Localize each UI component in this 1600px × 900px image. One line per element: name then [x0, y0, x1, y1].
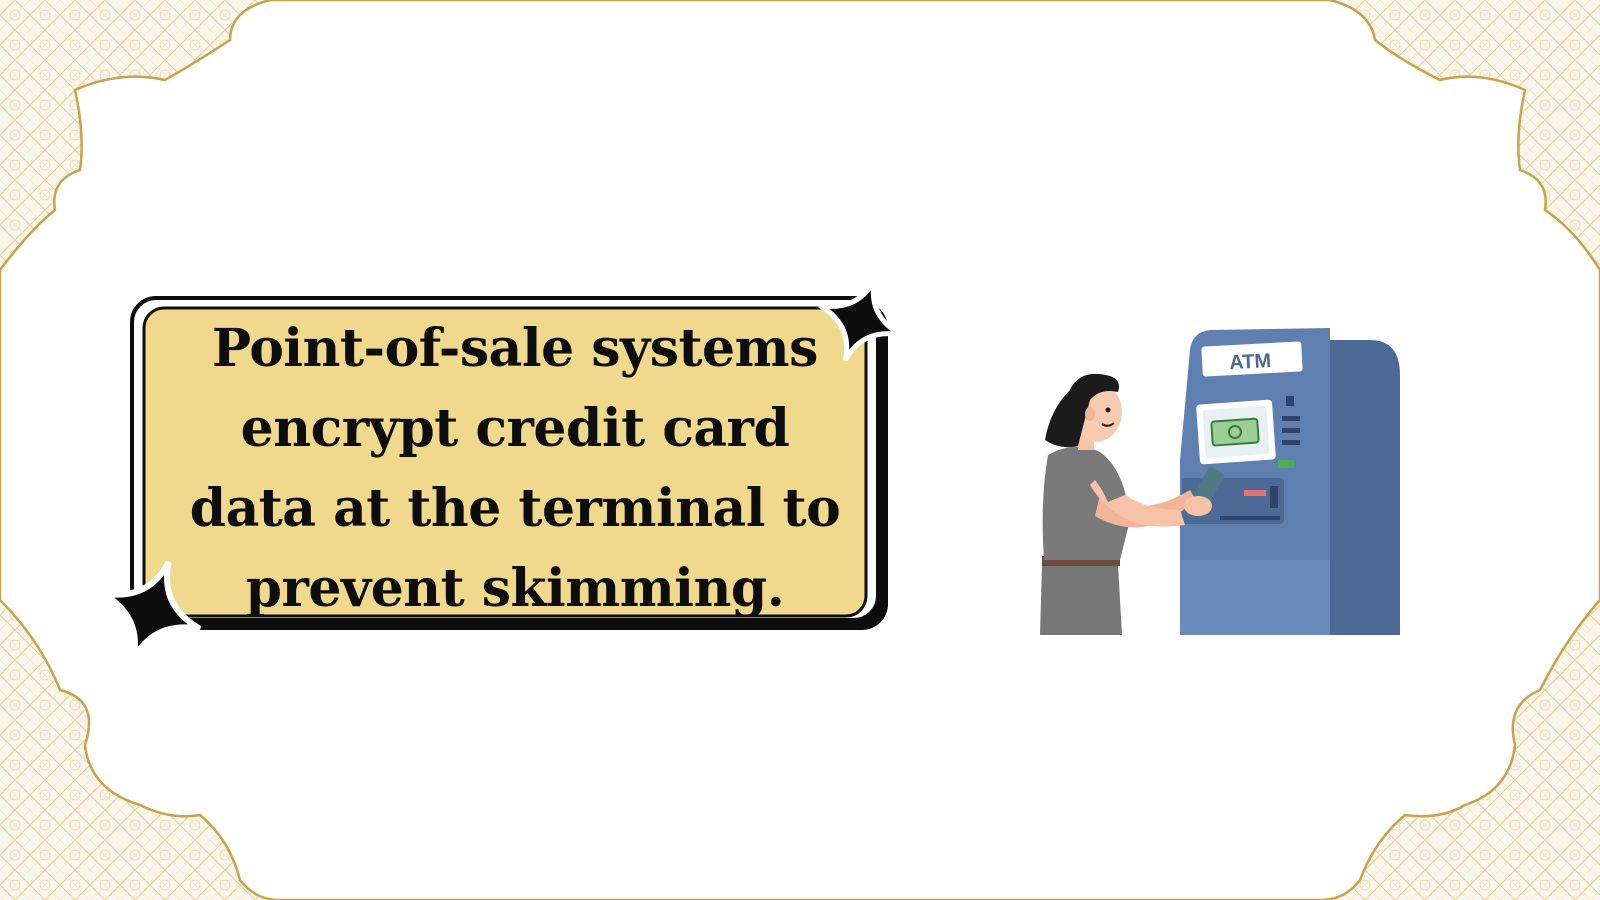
person — [1040, 373, 1224, 635]
phone-icon — [1194, 467, 1224, 503]
caption-card: Point-of-sale systems encrypt credit car… — [130, 296, 892, 634]
atm-sign: ATM — [1229, 350, 1272, 374]
four-point-star-icon — [818, 278, 902, 362]
caption-text: Point-of-sale systems encrypt credit car… — [189, 318, 841, 619]
person-at-atm-illustration: ATM — [1040, 328, 1400, 635]
caption-card-frame — [130, 296, 888, 630]
cash-icon — [1210, 417, 1260, 447]
four-point-star-icon — [100, 560, 202, 662]
